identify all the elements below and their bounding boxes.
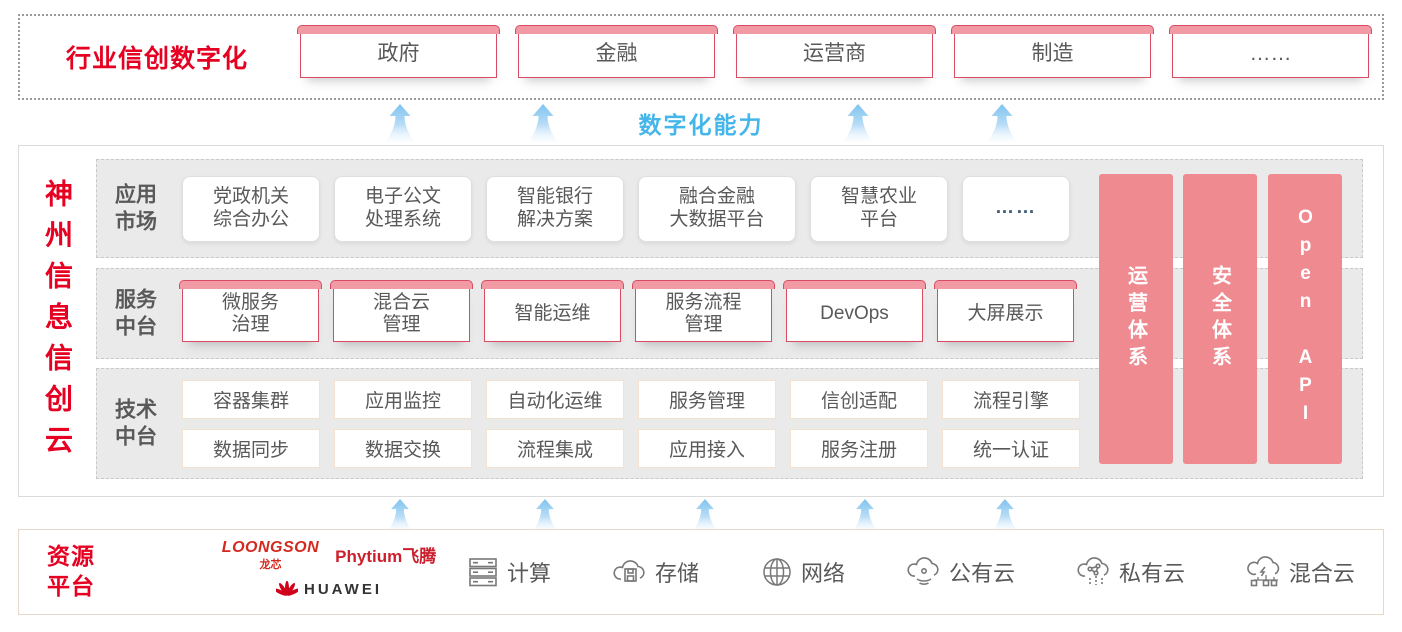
tech-box: 信创适配 bbox=[790, 380, 928, 419]
up-arrow-icon bbox=[843, 104, 873, 142]
industry-box-more: …… bbox=[1169, 25, 1372, 78]
resource-item-network: 网络 bbox=[760, 555, 845, 589]
tech-box: 自动化运维 bbox=[486, 380, 624, 419]
digital-capability-label: 数字化能力 bbox=[638, 112, 764, 138]
compute-icon bbox=[469, 558, 497, 587]
industry-box-list: 政府 金融 运营商 制造 …… bbox=[297, 25, 1372, 78]
row-label: 应用 市场 bbox=[115, 183, 157, 234]
tech-row-top: 容器集群 应用监控 自动化运维 服务管理 信创适配 流程引擎 bbox=[182, 380, 1080, 419]
industry-section: 行业信创数字化 政府 金融 运营商 制造 …… bbox=[18, 14, 1384, 100]
service-box: 大屏展示 bbox=[934, 279, 1077, 342]
industry-section-title: 行业信创数字化 bbox=[66, 45, 249, 73]
loongson-logo: LOONGSON 龙芯 bbox=[221, 539, 320, 571]
tech-grid: 容器集群 应用监控 自动化运维 服务管理 信创适配 流程引擎 数据同步 数据交换… bbox=[182, 380, 1080, 468]
resource-item-hybrid-cloud: 混合云 bbox=[1246, 555, 1355, 589]
row-label: 技术 中台 bbox=[115, 398, 157, 449]
app-box-more: …… bbox=[962, 175, 1070, 242]
up-arrow-icon bbox=[387, 499, 413, 531]
phytium-logo: Phytium飞腾 bbox=[335, 547, 437, 566]
up-arrow-icon bbox=[987, 104, 1017, 142]
service-box: 微服务 治理 bbox=[179, 279, 322, 342]
app-box: 电子公文 处理系统 bbox=[334, 175, 472, 242]
tech-box: 流程引擎 bbox=[942, 380, 1080, 419]
tech-box: 数据同步 bbox=[182, 429, 320, 468]
huawei-flower-icon bbox=[276, 580, 298, 596]
tech-box: 数据交换 bbox=[334, 429, 472, 468]
hybrid-cloud-icon bbox=[1247, 556, 1280, 587]
tech-box: 容器集群 bbox=[182, 380, 320, 419]
pillar-open-api: Open API bbox=[1268, 174, 1342, 464]
resource-item-label: 混合云 bbox=[1288, 561, 1355, 586]
app-box: 党政机关 综合办公 bbox=[182, 175, 320, 242]
resource-item-label: 计算 bbox=[507, 561, 552, 586]
network-icon bbox=[763, 558, 791, 586]
pillar-operations: 运营体系 bbox=[1099, 174, 1173, 464]
service-box: 服务流程 管理 bbox=[632, 279, 775, 342]
up-arrow-icon bbox=[992, 499, 1018, 531]
resource-item-list: 计算 存储 网络 bbox=[466, 530, 1355, 614]
pillar-security: 安全体系 bbox=[1183, 174, 1257, 464]
resource-item-label: 私有云 bbox=[1118, 561, 1185, 586]
app-box: 融合金融 大数据平台 bbox=[638, 175, 796, 242]
resource-item-private-cloud: 私有云 bbox=[1076, 555, 1185, 589]
private-cloud-icon bbox=[1077, 557, 1109, 585]
app-box: 智能银行 解决方案 bbox=[486, 175, 624, 242]
service-box: 智能运维 bbox=[481, 279, 624, 342]
up-arrow-icon bbox=[528, 104, 558, 142]
resource-item-storage: 存储 bbox=[612, 555, 699, 589]
up-arrow-icon bbox=[385, 104, 415, 142]
app-box: 智慧农业 平台 bbox=[810, 175, 948, 242]
service-box: DevOps bbox=[783, 279, 926, 342]
up-arrow-icon bbox=[852, 499, 878, 531]
row-items: 微服务 治理 混合云 管理 智能运维 服务流程 管理 DevOps 大屏展示 bbox=[179, 269, 1077, 358]
resource-item-public-cloud: 公有云 bbox=[906, 555, 1015, 589]
industry-box-government: 政府 bbox=[297, 25, 500, 78]
resource-item-compute: 计算 bbox=[466, 555, 551, 589]
tech-box: 统一认证 bbox=[942, 429, 1080, 468]
storage-icon bbox=[613, 560, 645, 582]
up-arrow-icon bbox=[692, 499, 718, 531]
resource-item-label: 公有云 bbox=[948, 561, 1015, 586]
industry-box-telecom: 运营商 bbox=[733, 25, 936, 78]
tech-box: 服务管理 bbox=[638, 380, 776, 419]
resource-item-label: 存储 bbox=[654, 561, 699, 586]
platform-section: 神州信息信创云 应用 市场 党政机关 综合办公 电子公文 处理系统 智能银行 解… bbox=[18, 145, 1384, 497]
public-cloud-icon bbox=[907, 557, 939, 585]
service-box: 混合云 管理 bbox=[330, 279, 473, 342]
industry-box-finance: 金融 bbox=[515, 25, 718, 78]
resource-section: 资源 平台 LOONGSON 龙芯 Phytium飞腾 bbox=[18, 529, 1384, 615]
tech-row-bottom: 数据同步 数据交换 流程集成 应用接入 服务注册 统一认证 bbox=[182, 429, 1080, 468]
vendor-logos: LOONGSON 龙芯 Phytium飞腾 HUAWEI bbox=[209, 539, 449, 598]
industry-box-manufacturing: 制造 bbox=[951, 25, 1154, 78]
row-items: 党政机关 综合办公 电子公文 处理系统 智能银行 解决方案 融合金融 大数据平台… bbox=[182, 160, 1070, 257]
tech-box: 应用接入 bbox=[638, 429, 776, 468]
huawei-logo: HUAWEI bbox=[209, 580, 449, 598]
up-arrow-icon bbox=[532, 499, 558, 531]
tech-box: 服务注册 bbox=[790, 429, 928, 468]
tech-box: 应用监控 bbox=[334, 380, 472, 419]
resource-item-label: 网络 bbox=[800, 561, 845, 586]
platform-title: 神州信息信创云 bbox=[42, 178, 73, 466]
resource-section-title: 资源 平台 bbox=[47, 543, 95, 599]
tech-box: 流程集成 bbox=[486, 429, 624, 468]
row-label: 服务 中台 bbox=[115, 288, 157, 339]
